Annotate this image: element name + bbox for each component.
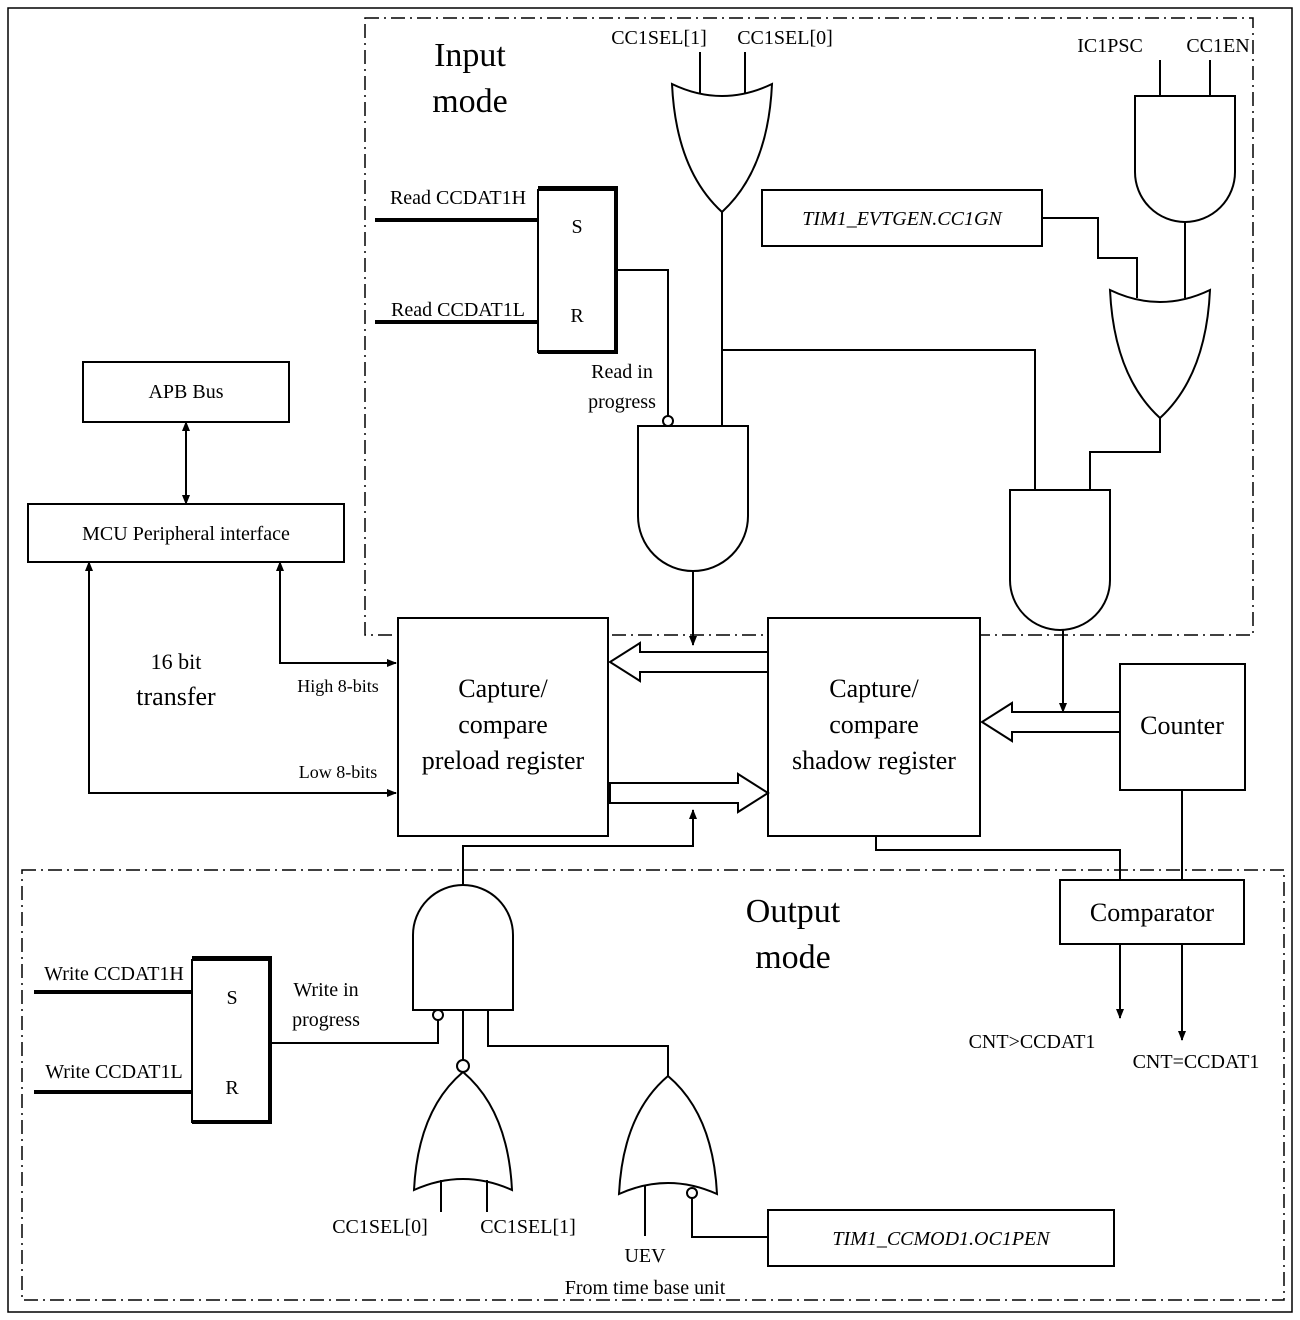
wire-write-in-progress: [270, 1020, 439, 1044]
cc1en-label: CC1EN: [1186, 35, 1249, 57]
read-latch-s: S: [571, 216, 582, 238]
nor-gate-cc1sel: [412, 1070, 514, 1192]
read-ccdat1l-label: Read CCDAT1L: [391, 299, 525, 321]
read-in-progress-line2: progress: [588, 391, 656, 413]
wire-read-in-progress: [616, 269, 669, 419]
evtgen-register-label: TIM1_EVTGEN.CC1GN: [802, 208, 1003, 230]
arrow-and-to-transfer: [462, 809, 697, 885]
read-in-progress-line1: Read in: [591, 361, 653, 383]
wire-shadow-to-comparator: [875, 836, 1121, 880]
mcu-interface-box: [27, 503, 345, 563]
read-ccdat1h-label: Read CCDAT1H: [390, 187, 526, 209]
input-mode-region: [364, 17, 1254, 636]
and-gate-capture: [1009, 489, 1111, 631]
wire-oc1pen: [691, 1198, 768, 1238]
input-mode-title-line2: mode: [432, 83, 508, 120]
and-gate-preload-enable: [412, 884, 514, 1011]
and-gate-read-transfer: [637, 425, 749, 572]
bus-arrow-shadow-to-preload: [608, 641, 769, 683]
output-mode-title-line1: Output: [746, 893, 841, 930]
read-latch-r: R: [570, 305, 584, 327]
input-mode-title-line1: Input: [434, 37, 506, 74]
preload-register-box: [397, 617, 609, 837]
shadow-label-line3: shadow register: [792, 746, 956, 775]
mcu-interface-label: MCU Peripheral interface: [82, 523, 290, 545]
cnt-eq-label: CNT=CCDAT1: [1133, 1051, 1260, 1073]
cc1sel0-top-label: CC1SEL[0]: [737, 27, 833, 49]
bus-low-bits: [85, 561, 397, 797]
or-gate-event: [1108, 288, 1212, 420]
ccmod-register-box: [767, 1209, 1115, 1267]
inverter-bubble-oc1pen: [686, 1187, 698, 1199]
bus-arrow-counter-to-shadow: [980, 701, 1121, 743]
preload-label-line3: preload register: [422, 746, 585, 775]
diagram-frame: [7, 7, 1293, 1313]
write-ccdat1h-label: Write CCDAT1H: [44, 963, 184, 985]
write-in-progress-line1: Write in: [293, 979, 358, 1001]
high-bits-label: High 8-bits: [297, 676, 379, 696]
wire-evtgen-to-or: [1042, 217, 1138, 298]
write-in-progress-line2: progress: [292, 1009, 360, 1031]
cnt-gt-label: CNT>CCDAT1: [969, 1031, 1096, 1053]
bus-arrow-preload-to-shadow: [609, 772, 770, 814]
low-bits-label: Low 8-bits: [299, 762, 378, 782]
output-mode-region: [21, 869, 1285, 1301]
or-gate-cc1sel-top: [670, 82, 774, 214]
comparator-box: [1059, 879, 1245, 945]
output-mode-title-line2: mode: [755, 939, 831, 976]
preload-label-line2: compare: [458, 710, 548, 739]
wire-or-to-right-and: [722, 349, 1036, 490]
wire-or-to-right-and-b: [1089, 418, 1161, 490]
bus-high-bits: [276, 561, 397, 667]
and-gate-prescaler-enable: [1134, 95, 1236, 223]
shadow-register-box: [767, 617, 981, 837]
write-ccdat1l-label: Write CCDAT1L: [45, 1061, 183, 1083]
counter-label: Counter: [1140, 711, 1224, 740]
or-gate-update: [617, 1074, 719, 1196]
apb-bus-label: APB Bus: [148, 381, 223, 403]
ccmod-register-label: TIM1_CCMOD1.OC1PEN: [832, 1228, 1051, 1250]
wire-or-to-and-output: [487, 1010, 669, 1076]
cc1sel1-top-label: CC1SEL[1]: [611, 27, 707, 49]
cc1sel1-bottom-label: CC1SEL[1]: [480, 1216, 576, 1238]
shadow-label-line2: compare: [829, 710, 919, 739]
cc1sel0-bottom-label: CC1SEL[0]: [332, 1216, 428, 1238]
from-time-base-label: From time base unit: [565, 1277, 726, 1299]
write-latch-r: R: [225, 1077, 239, 1099]
inverter-bubble-write: [432, 1009, 444, 1021]
read-sr-latch: [537, 189, 617, 353]
uev-label: UEV: [624, 1245, 666, 1267]
apb-bus-box: [82, 361, 290, 423]
preload-label-line1: Capture/: [458, 674, 548, 703]
ic1psc-label: IC1PSC: [1077, 35, 1143, 57]
inverter-bubble-read: [662, 415, 674, 427]
comparator-label: Comparator: [1090, 898, 1215, 927]
transfer-label-line2: transfer: [136, 682, 216, 711]
write-latch-s: S: [226, 987, 237, 1009]
shadow-label-line1: Capture/: [829, 674, 919, 703]
transfer-label-line1: 16 bit: [151, 649, 202, 674]
inverter-bubble-nor: [456, 1059, 470, 1073]
